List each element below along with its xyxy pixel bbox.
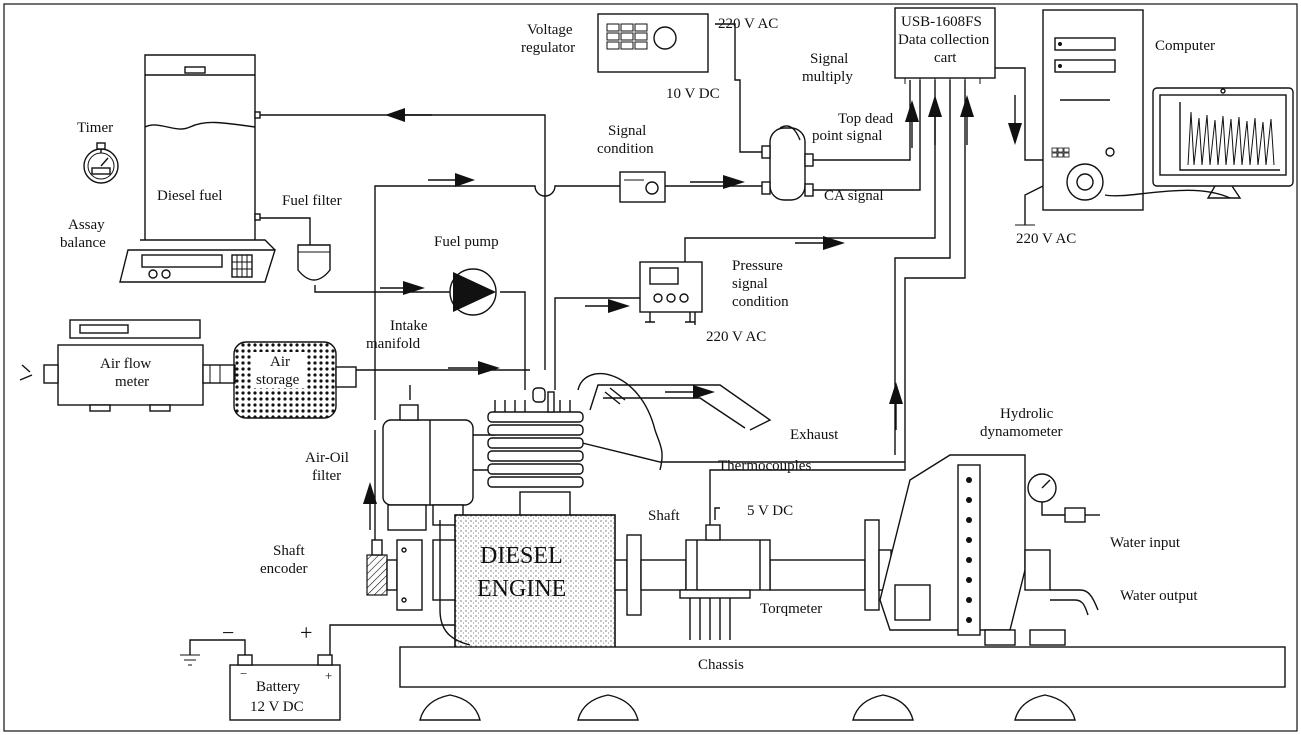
label-top-dead-1: Top dead bbox=[838, 111, 894, 127]
label-air-flow-1: Air flow bbox=[100, 356, 151, 372]
label-pressure-3: condition bbox=[732, 294, 789, 310]
label-battery-2: 12 V DC bbox=[250, 699, 304, 715]
label-air-storage-1: Air bbox=[270, 354, 290, 370]
label-ac-pressure: 220 V AC bbox=[706, 329, 766, 345]
label-diesel-engine-2: ENGINE bbox=[477, 576, 566, 602]
label-10v-dc: 10 V DC bbox=[666, 86, 720, 102]
label-signal-multiply-1: Signal bbox=[810, 51, 848, 67]
label-diesel-fuel: Diesel fuel bbox=[157, 188, 222, 204]
label-small-plus: + bbox=[325, 668, 332, 683]
label-signal-condition-1: Signal bbox=[608, 123, 646, 139]
hydraulic-dynamometer bbox=[880, 455, 1100, 645]
air-oil-filter bbox=[383, 405, 495, 530]
label-assay-balance-1: Assay bbox=[68, 217, 105, 233]
label-dynamometer-1: Hydrolic bbox=[1000, 406, 1054, 422]
label-timer: Timer bbox=[77, 120, 113, 136]
label-small-minus: − bbox=[240, 666, 247, 681]
label-minus: − bbox=[222, 620, 234, 645]
label-air-oil-2: filter bbox=[312, 468, 341, 484]
engine-cylinder-head bbox=[488, 388, 583, 517]
assay-balance bbox=[120, 240, 275, 282]
label-torqmeter: Torqmeter bbox=[760, 601, 822, 617]
signal-conditioner bbox=[620, 172, 665, 202]
label-usb-card-3: cart bbox=[934, 50, 957, 66]
label-battery-1: Battery bbox=[256, 679, 301, 695]
label-assay-balance-2: balance bbox=[60, 235, 106, 251]
label-intake-1: Intake bbox=[390, 318, 428, 334]
voltage-regulator bbox=[598, 14, 708, 72]
fuel-filter bbox=[298, 245, 330, 280]
fuel-pump bbox=[450, 269, 496, 315]
label-air-oil-1: Air-Oil bbox=[305, 450, 349, 466]
torquemeter bbox=[680, 525, 770, 640]
pressure-signal-conditioner bbox=[640, 262, 702, 322]
label-5v-dc: 5 V DC bbox=[747, 503, 793, 519]
label-usb-card-2: Data collection bbox=[898, 32, 990, 48]
label-water-input: Water input bbox=[1110, 535, 1181, 551]
label-diesel-engine-1: DIESEL bbox=[480, 543, 563, 569]
label-pressure-1: Pressure bbox=[732, 258, 783, 274]
label-air-flow-2: meter bbox=[115, 374, 149, 390]
label-thermocouples: Thermocouples bbox=[718, 458, 811, 474]
label-chassis: Chassis bbox=[698, 657, 744, 673]
fuel-tank bbox=[145, 55, 260, 240]
label-water-output: Water output bbox=[1120, 588, 1198, 604]
shaft-encoder bbox=[367, 540, 422, 610]
label-signal-condition-2: condition bbox=[597, 141, 654, 157]
timer-icon bbox=[84, 143, 118, 183]
label-ca-signal: CA signal bbox=[824, 188, 884, 204]
label-dynamometer-2: dynamometer bbox=[980, 424, 1062, 440]
label-voltage-regulator-1: Voltage bbox=[527, 22, 573, 38]
label-ac-top: 220 V AC bbox=[718, 16, 778, 32]
label-fuel-filter: Fuel filter bbox=[282, 193, 342, 209]
signal-multiplier bbox=[762, 126, 813, 200]
label-air-storage-2: storage bbox=[256, 372, 300, 388]
label-pressure-2: signal bbox=[732, 276, 768, 292]
label-computer: Computer bbox=[1155, 38, 1215, 54]
computer bbox=[1043, 10, 1143, 210]
label-exhaust: Exhaust bbox=[790, 427, 839, 443]
label-shaft: Shaft bbox=[648, 508, 680, 524]
exhaust-pipe bbox=[578, 374, 770, 470]
label-voltage-regulator-2: regulator bbox=[521, 40, 575, 56]
label-shaft-encoder-1: Shaft bbox=[273, 543, 305, 559]
label-usb-card-1: USB-1608FS bbox=[901, 14, 982, 30]
label-fuel-pump: Fuel pump bbox=[434, 234, 499, 250]
label-shaft-encoder-2: encoder bbox=[260, 561, 307, 577]
label-top-dead-2: point signal bbox=[812, 128, 882, 144]
label-signal-multiply-2: multiply bbox=[802, 69, 853, 85]
label-intake-2: manifold bbox=[366, 336, 421, 352]
label-ac-computer: 220 V AC bbox=[1016, 231, 1076, 247]
label-plus: + bbox=[300, 620, 312, 645]
chassis bbox=[400, 647, 1285, 720]
